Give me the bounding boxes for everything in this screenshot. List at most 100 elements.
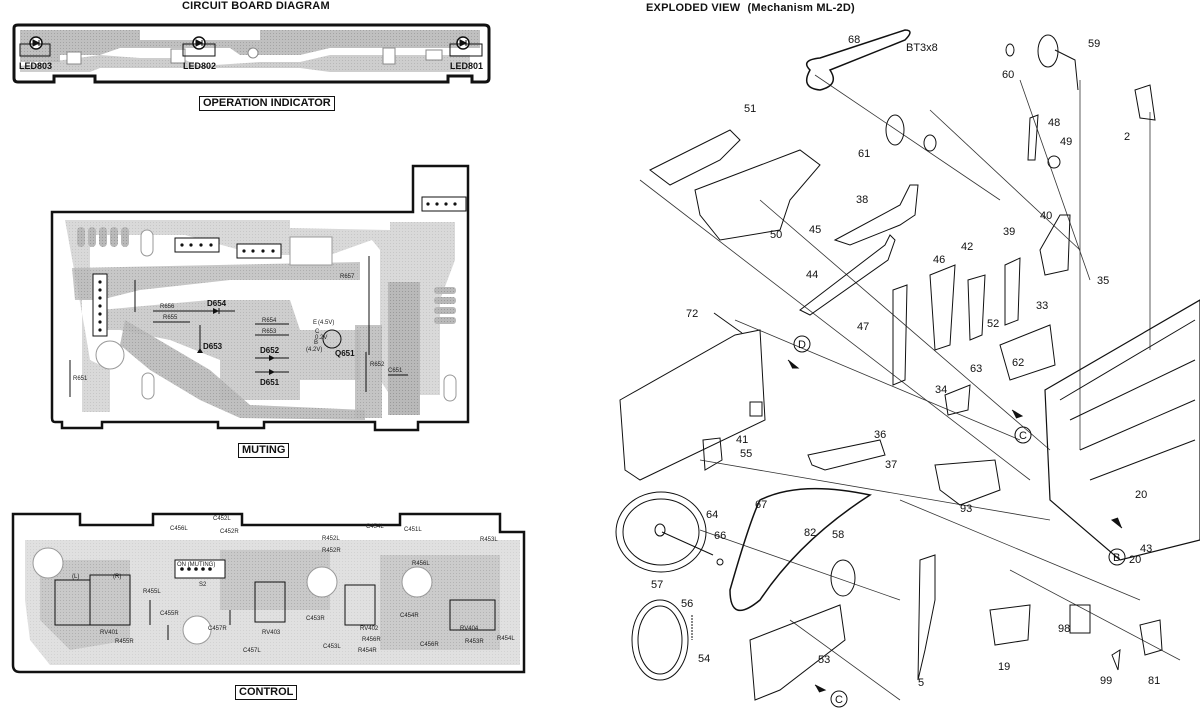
part-34: 34 [935, 384, 947, 396]
part-64: 64 [706, 509, 718, 521]
q651-c-label: C [315, 329, 320, 335]
led801-label: LED801 [450, 61, 483, 71]
c456l-label: C456L [170, 526, 188, 532]
q651-v1-label: (4.5V) [318, 320, 334, 326]
c451l-label: C451L [404, 527, 422, 533]
part-numbers: 68 60 59 51 61 48 49 2 38 50 45 40 39 42… [651, 34, 1160, 689]
control-board: ON (MUTING) S2 (L) (R) C456L C452L C452R… [11, 512, 526, 674]
part-19: 19 [998, 661, 1010, 673]
circuit-board-title: CIRCUIT BOARD DIAGRAM [182, 0, 330, 12]
part-55: 55 [740, 448, 752, 460]
part-46: 46 [933, 254, 945, 266]
r-channel-label: (R) [113, 574, 121, 580]
part-41: 41 [736, 434, 748, 446]
part-52: 52 [987, 318, 999, 330]
part-49: 49 [1060, 136, 1072, 148]
l-channel-label: (L) [72, 574, 79, 580]
led802-symbol [182, 36, 216, 57]
view-marker-c-bottom: C [835, 694, 843, 706]
r453r-label: R453R [465, 639, 484, 645]
rv403-label: RV403 [262, 630, 281, 636]
r656-label: R656 [160, 304, 175, 310]
part-68: 68 [848, 34, 860, 46]
d652-label: D652 [260, 346, 280, 355]
exploded-view-title: EXPLODED VIEW (Mechanism ML-2D) [646, 2, 855, 14]
control-label: CONTROL [235, 685, 298, 700]
part-2: 2 [1124, 131, 1130, 143]
c452r-label: C452R [220, 529, 239, 535]
part-42: 42 [961, 241, 973, 253]
exploded-view [615, 29, 1200, 708]
r452l-label: R452L [322, 536, 340, 542]
view-marker-c-top: C [1019, 430, 1027, 442]
part-72: 72 [686, 308, 698, 320]
rv401-label: RV401 [100, 630, 119, 636]
c651-label: C651 [388, 368, 403, 374]
r654-label: R654 [262, 318, 277, 324]
d654-label: D654 [207, 299, 227, 308]
c453r-label: C453R [306, 616, 325, 622]
part-48: 48 [1048, 117, 1060, 129]
s2-label: S2 [199, 582, 207, 588]
part-44: 44 [806, 269, 818, 281]
rv404-label: RV404 [460, 626, 479, 632]
r455l-label: R455L [143, 589, 161, 595]
q651-v3-label: (4.2V) [306, 347, 322, 353]
led803-symbol [19, 36, 51, 57]
muting-board: D654 D653 D652 D651 Q651 R656 R655 R654 … [50, 164, 470, 432]
part-20b: 20 [1129, 554, 1141, 566]
part-99: 99 [1100, 675, 1112, 687]
rv402-label: RV402 [360, 626, 379, 632]
part-51: 51 [744, 103, 756, 115]
part-35: 35 [1097, 275, 1109, 287]
r453l-label: R453L [480, 537, 498, 543]
part-98: 98 [1058, 623, 1070, 635]
muting-label: MUTING [238, 443, 290, 458]
part-81: 81 [1148, 675, 1160, 687]
part-60: 60 [1002, 69, 1014, 81]
part-50: 50 [770, 229, 782, 241]
c454l-label: C454L [366, 524, 384, 530]
q651-label: Q651 [335, 349, 355, 358]
operation-indicator-board: LED803 LED802 LED801 [12, 23, 491, 84]
q651-e-label: E [313, 320, 317, 326]
r655-label: R655 [163, 315, 178, 321]
part-45: 45 [809, 224, 821, 236]
part-43: 43 [1140, 543, 1152, 555]
q651-b-label: B [314, 340, 318, 346]
r652-label: R652 [370, 362, 385, 368]
q651-v2-label: 0.2V [315, 335, 327, 341]
c457l-label: C457L [243, 648, 261, 654]
part-40: 40 [1040, 210, 1052, 222]
part-37: 37 [885, 459, 897, 471]
part-54: 54 [698, 653, 710, 665]
d651-label: D651 [260, 378, 280, 387]
part-61: 61 [858, 148, 870, 160]
view-marker-b: B [1113, 552, 1120, 564]
c452l-label: C452L [213, 516, 231, 522]
screw-bt3x8-label: BT3x8 [906, 42, 938, 54]
d653-label: D653 [203, 342, 223, 351]
r456l-label: R456L [412, 561, 430, 567]
c453l-label: C453L [323, 644, 341, 650]
r452r-label: R452R [322, 548, 341, 554]
c455r-label: C455R [160, 611, 179, 617]
part-5: 5 [918, 677, 924, 689]
r454l-label: R454L [497, 636, 515, 642]
part-67: 67 [755, 499, 767, 511]
part-39: 39 [1003, 226, 1015, 238]
exploded-view-heading: EXPLODED VIEW [646, 2, 741, 14]
part-58: 58 [832, 529, 844, 541]
part-53: 53 [818, 654, 830, 666]
led803-label: LED803 [19, 61, 52, 71]
led802-label: LED802 [183, 61, 216, 71]
part-36: 36 [874, 429, 886, 441]
r657-label: R657 [340, 274, 355, 280]
c454r-label: C454R [400, 613, 419, 619]
c456r-label: C456R [420, 642, 439, 648]
part-93: 93 [960, 503, 972, 515]
r454r-label: R454R [358, 648, 377, 654]
exploded-view-subtitle: (Mechanism ML-2D) [747, 2, 855, 14]
operation-indicator-label: OPERATION INDICATOR [199, 96, 335, 111]
